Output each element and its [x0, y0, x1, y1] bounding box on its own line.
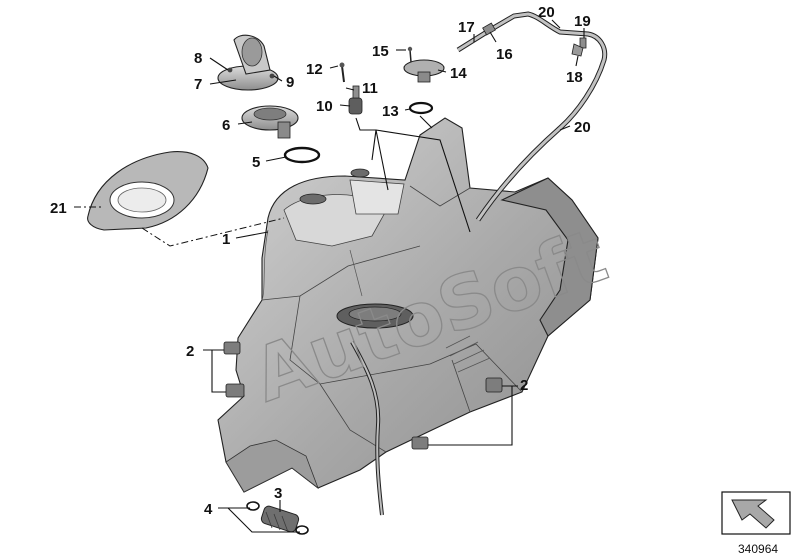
- callout-19: 19: [574, 13, 591, 30]
- callout-6: 6: [222, 117, 230, 134]
- fuel-pump-flange: [403, 46, 445, 83]
- callout-11: 11: [362, 80, 378, 97]
- hose-piece-and-clamps: [246, 501, 309, 535]
- callout-13: 13: [382, 103, 399, 120]
- callout-16: 16: [496, 46, 513, 63]
- callout-4: 4: [204, 501, 213, 518]
- reference-arrow-icon: [731, 499, 775, 529]
- rubber-buffers: [223, 341, 503, 450]
- vent-valve: [339, 62, 363, 115]
- callout-12: 12: [306, 61, 323, 78]
- callout-20b: 20: [574, 119, 591, 136]
- callout-3: 3: [274, 485, 282, 502]
- callout-20a: 20: [538, 4, 555, 21]
- callout-14: 14: [450, 65, 467, 82]
- callout-21: 21: [50, 200, 67, 217]
- filler-gasket: [283, 146, 321, 164]
- sealing-ring: [408, 101, 434, 115]
- diagram-number: 340964: [738, 542, 778, 556]
- filler-cap: [217, 34, 299, 139]
- callout-5: 5: [252, 154, 260, 171]
- callout-2b: 2: [520, 377, 528, 394]
- callout-1: 1: [222, 231, 230, 248]
- leader-lines: [74, 19, 585, 533]
- callout-7: 7: [194, 76, 202, 93]
- callout-labels: 1 2 2 3 4 5 6 7 8 9 10 11 12 13 14 15 16…: [50, 4, 591, 518]
- callout-15: 15: [372, 43, 389, 60]
- fuel-tank: [217, 117, 599, 493]
- vent-hose: [456, 11, 608, 222]
- callout-10: 10: [316, 98, 333, 115]
- tank-pad-cover: [87, 151, 209, 231]
- callout-2a: 2: [186, 343, 194, 360]
- callout-17: 17: [458, 19, 475, 36]
- hose-clip: [571, 43, 584, 57]
- callout-18: 18: [566, 69, 583, 86]
- reference-box: 340964: [721, 491, 791, 556]
- callout-9: 9: [286, 74, 294, 91]
- tank-drain-hose-inner: [351, 341, 383, 516]
- callout-8: 8: [194, 50, 202, 67]
